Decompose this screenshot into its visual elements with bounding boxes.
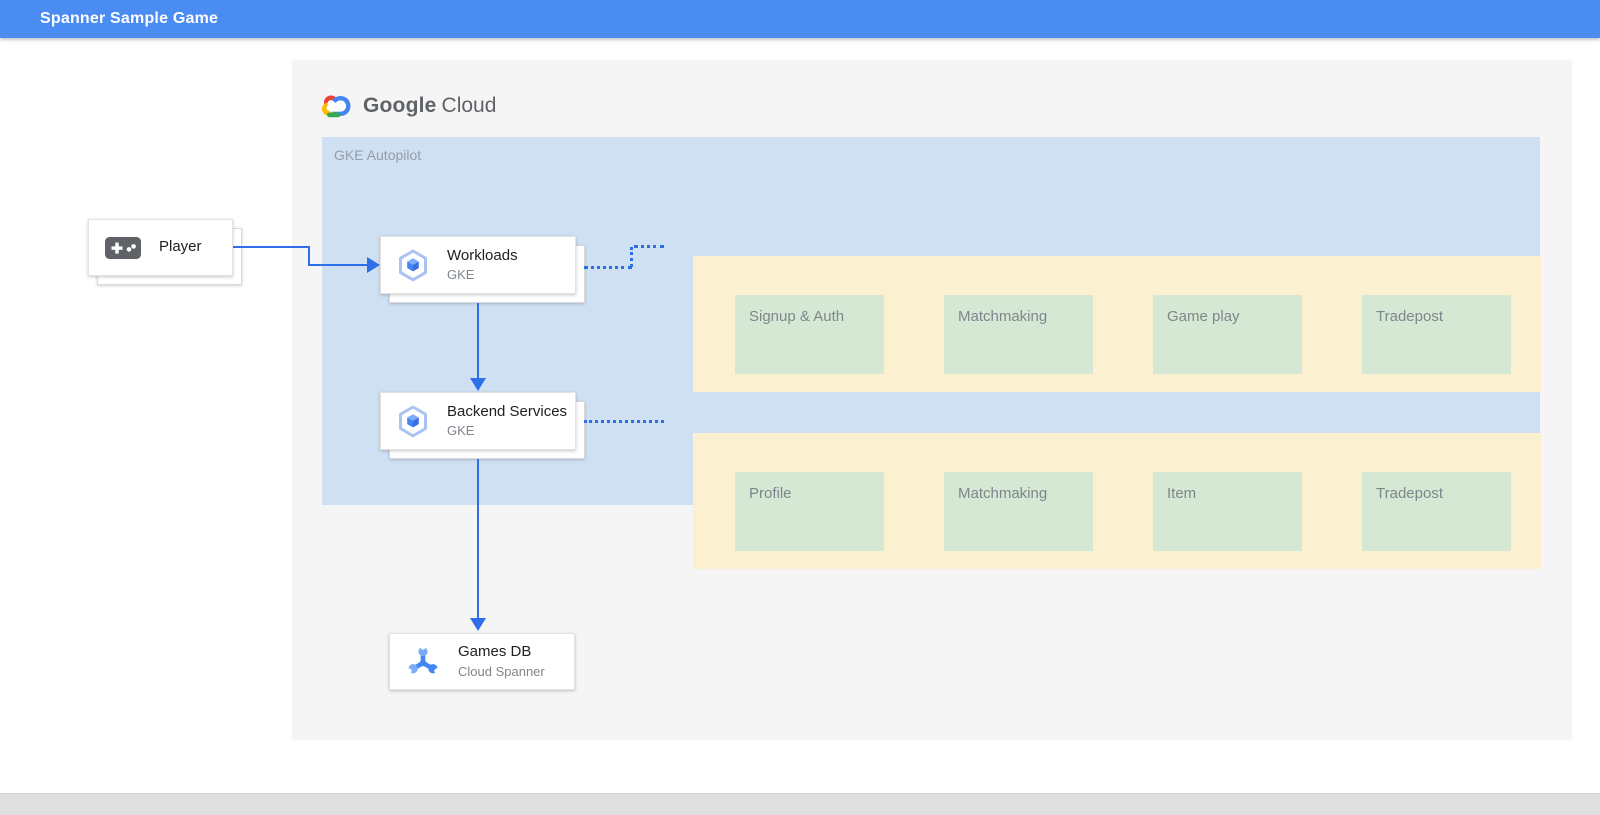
node-workloads: Workloads GKE xyxy=(380,236,576,294)
title-bar: Spanner Sample Game xyxy=(0,0,1600,38)
node-backend-services: Backend Services GKE xyxy=(380,392,576,450)
service-box-profile: Profile xyxy=(735,472,884,551)
player-label: Player xyxy=(159,238,202,256)
workloads-service-row: Signup & Auth Matchmaking Game play Trad… xyxy=(693,256,1541,392)
node-subtitle: GKE xyxy=(447,267,475,283)
gke-autopilot-label: GKE Autopilot xyxy=(334,147,422,163)
backend-service-row: Profile Matchmaking Item Tradepost xyxy=(693,433,1541,569)
service-box-item: Item xyxy=(1153,472,1302,551)
service-box-tradepost-2: Tradepost xyxy=(1362,472,1511,551)
node-games-db: Games DB Cloud Spanner xyxy=(389,633,575,690)
service-box-tradepost: Tradepost xyxy=(1362,295,1511,374)
service-box-matchmaking: Matchmaking xyxy=(944,295,1093,374)
service-box-game-play: Game play xyxy=(1153,295,1302,374)
service-box-signup-auth: Signup & Auth xyxy=(735,295,884,374)
node-title: Backend Services xyxy=(447,402,568,420)
gke-icon xyxy=(399,249,427,282)
node-title: Games DB xyxy=(458,643,532,660)
page-title: Spanner Sample Game xyxy=(40,10,219,27)
service-box-matchmaking-2: Matchmaking xyxy=(944,472,1093,551)
node-subtitle: Cloud Spanner xyxy=(458,663,545,679)
node-player: Player xyxy=(88,219,233,276)
wordmark-google: Google xyxy=(363,93,437,117)
gke-autopilot-container: GKE Autopilot Signup & Auth Matchmaking … xyxy=(322,137,1541,569)
wordmark-cloud: Cloud xyxy=(441,93,497,117)
footer-bar xyxy=(0,793,1600,815)
cloud-spanner-icon xyxy=(406,643,440,674)
gamepad-icon xyxy=(105,236,141,259)
node-title: Workloads xyxy=(447,246,518,264)
node-subtitle: GKE xyxy=(447,423,475,439)
gke-icon xyxy=(399,405,427,438)
google-cloud-icon xyxy=(322,95,351,118)
